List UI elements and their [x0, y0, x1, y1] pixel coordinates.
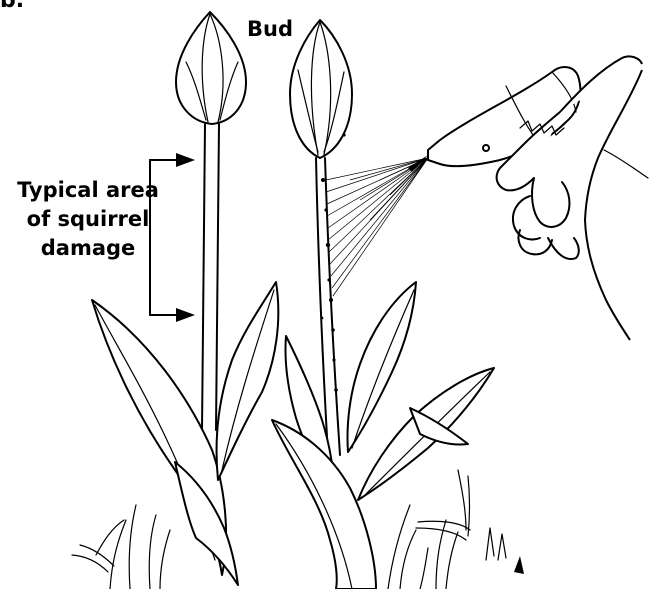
spray-mist	[326, 155, 428, 296]
figure-letter: b.	[0, 0, 24, 13]
arrow-top-icon	[176, 153, 195, 167]
leaf-center-left	[217, 282, 279, 480]
tulip-leaves	[92, 282, 494, 589]
bud-label: Bud	[247, 17, 293, 41]
squirrel-damage-label: Typical area of squirrel damage	[8, 176, 168, 263]
left-tulip-stem	[202, 124, 219, 430]
right-tulip-bud	[290, 20, 352, 158]
arrow-bottom-icon	[176, 308, 195, 322]
grass	[72, 470, 524, 589]
